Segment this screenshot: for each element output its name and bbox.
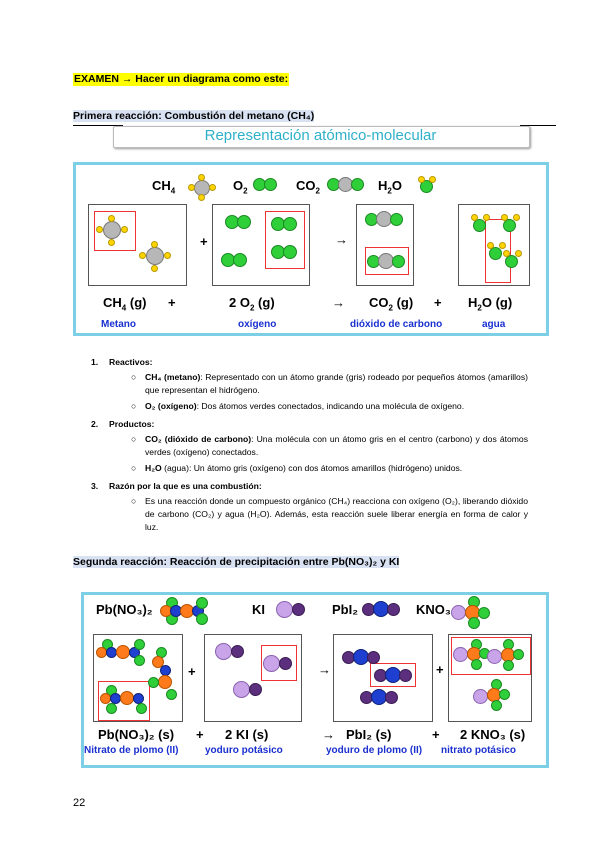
eq-co2: CO2 (g) (369, 295, 414, 313)
plus: + (436, 662, 444, 677)
molecule-kno3-icon (451, 596, 491, 629)
section2-title: Segunda reacción: Reacción de precipitac… (73, 556, 400, 568)
plus: + (434, 295, 442, 310)
exam-instruction: EXAMEN → Hacer un diagrama como este: (73, 73, 290, 86)
molecule-co2-icon (327, 177, 365, 192)
arrow: → (335, 232, 348, 247)
legend-o2: O2 (233, 178, 248, 196)
plus: + (168, 295, 176, 310)
molecule-pbi2-icon (362, 601, 406, 617)
name-yoduro-plomo: yoduro de plomo (II) (326, 745, 423, 756)
box-reactant-ch4 (88, 204, 187, 286)
legend-pbi2: PbI₂ (332, 602, 358, 617)
legend-co2: CO2 (296, 178, 320, 196)
legend-pbno32: Pb(NO₃)₂ (96, 602, 153, 617)
molecule-pbno32-icon (160, 597, 208, 625)
legend-kno3: KNO₃ (416, 602, 451, 617)
plus: + (432, 727, 440, 742)
eq-ch4: CH4 (g) (103, 295, 147, 313)
box-reactant-ki (204, 634, 302, 722)
arrow: → (332, 295, 345, 310)
name-nitrato-plomo: Nitrato de plomo (II) (84, 745, 179, 756)
explanation-list: 1.Reactivos: ○CH₄ (metano): Representado… (91, 357, 529, 532)
molecule-ch4-icon (186, 174, 216, 201)
box-product-pbi2 (333, 634, 433, 722)
eq-o2: 2 O2 (g) (229, 295, 275, 313)
eq-kno3: 2 KNO₃ (s) (460, 727, 526, 742)
rule (520, 125, 556, 126)
box-reactant-pbno32 (93, 634, 183, 722)
eq-ki: 2 KI (s) (225, 727, 269, 742)
plus: + (188, 664, 196, 679)
eq-pbi2: PbI₂ (s) (346, 727, 392, 742)
rep-title: Representación atómico-molecular (204, 127, 437, 144)
name-oxigeno: oxígeno (238, 319, 277, 330)
molecule-ki-icon (276, 601, 306, 618)
rule (73, 125, 123, 126)
name-metano: Metano (101, 319, 136, 330)
box-product-co2 (356, 204, 414, 286)
legend-ki: KI (252, 602, 265, 617)
plus: + (200, 234, 208, 249)
name-agua: agua (482, 319, 506, 330)
box-reactant-o2 (212, 204, 310, 286)
page-number: 22 (73, 797, 86, 809)
molecule-h2o-icon (416, 176, 436, 193)
name-co2: dióxido de carbono (350, 319, 443, 330)
molecule-o2-icon (253, 178, 277, 191)
arrow: → (322, 727, 335, 742)
section1-title: Primera reacción: Combustión del metano … (73, 110, 315, 122)
box-product-kno3 (448, 634, 532, 722)
eq-pbno32: Pb(NO₃)₂ (s) (98, 727, 175, 742)
plus: + (196, 727, 204, 742)
eq-h2o: H2O (g) (468, 295, 513, 313)
legend-h2o: H2O (378, 178, 402, 196)
arrow: → (318, 662, 331, 677)
legend-ch4: CH4 (152, 178, 176, 196)
box-product-h2o (458, 204, 530, 286)
rep-title-bar (113, 126, 530, 148)
name-nitrato-potasico: nitrato potásico (441, 745, 517, 756)
name-yoduro-potasico: yoduro potásico (205, 745, 283, 756)
